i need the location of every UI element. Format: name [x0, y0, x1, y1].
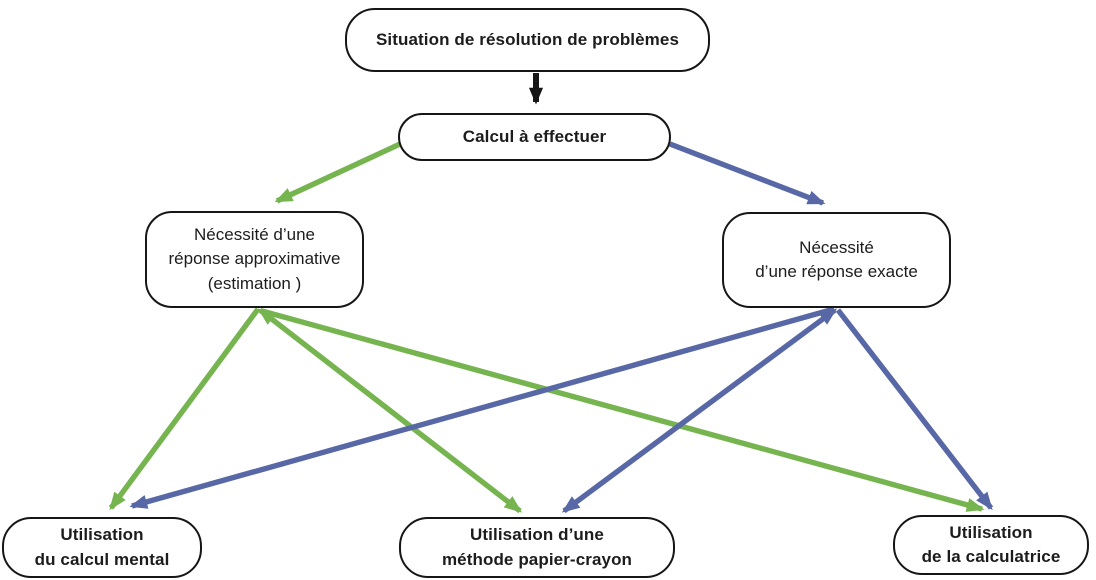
- node-line: Calcul à effectuer: [462, 126, 607, 146]
- node-line: méthode papier-crayon: [441, 549, 633, 569]
- arrow-calcul-to-estimation: [274, 141, 402, 204]
- node-line: de la calculatrice: [921, 547, 1061, 566]
- node-line: Utilisation d’une: [470, 525, 604, 545]
- node-exacte: Nécessité d’une réponse exacte: [722, 212, 951, 308]
- arrow-calcul-to-exacte: [669, 141, 826, 206]
- node-line: Nécessité: [799, 237, 874, 257]
- arrow-exacte-to-papier: [561, 307, 838, 514]
- node-line: Situation de résolution de problèmes: [375, 29, 680, 49]
- node-line: du calcul mental: [34, 549, 170, 569]
- node-calc-mental: Utilisation du calcul mental: [2, 517, 202, 578]
- node-papier-crayon: Utilisation d’une méthode papier-crayon: [399, 517, 675, 578]
- arrow-estimation-to-calculatrice: [261, 308, 985, 512]
- node-line: d’une réponse exacte: [755, 262, 918, 281]
- arrow-estimation-to-mental: [108, 307, 261, 511]
- node-line: réponse approximative: [168, 249, 341, 269]
- node-situation: Situation de résolution de problèmes: [345, 8, 710, 72]
- node-calculatrice: Utilisation de la calculatrice: [893, 515, 1089, 575]
- node-line: Utilisation: [60, 525, 144, 545]
- arrow-exacte-to-calculatrice: [835, 308, 994, 511]
- node-line: Nécessité d’une: [194, 225, 315, 245]
- node-line: (estimation ): [207, 273, 302, 293]
- node-estimation: Nécessité d’une réponse approximative (e…: [145, 211, 364, 308]
- arrow-estimation-to-papier: [257, 307, 523, 514]
- node-line: Utilisation: [949, 522, 1033, 542]
- node-calcul: Calcul à effectuer: [398, 113, 671, 161]
